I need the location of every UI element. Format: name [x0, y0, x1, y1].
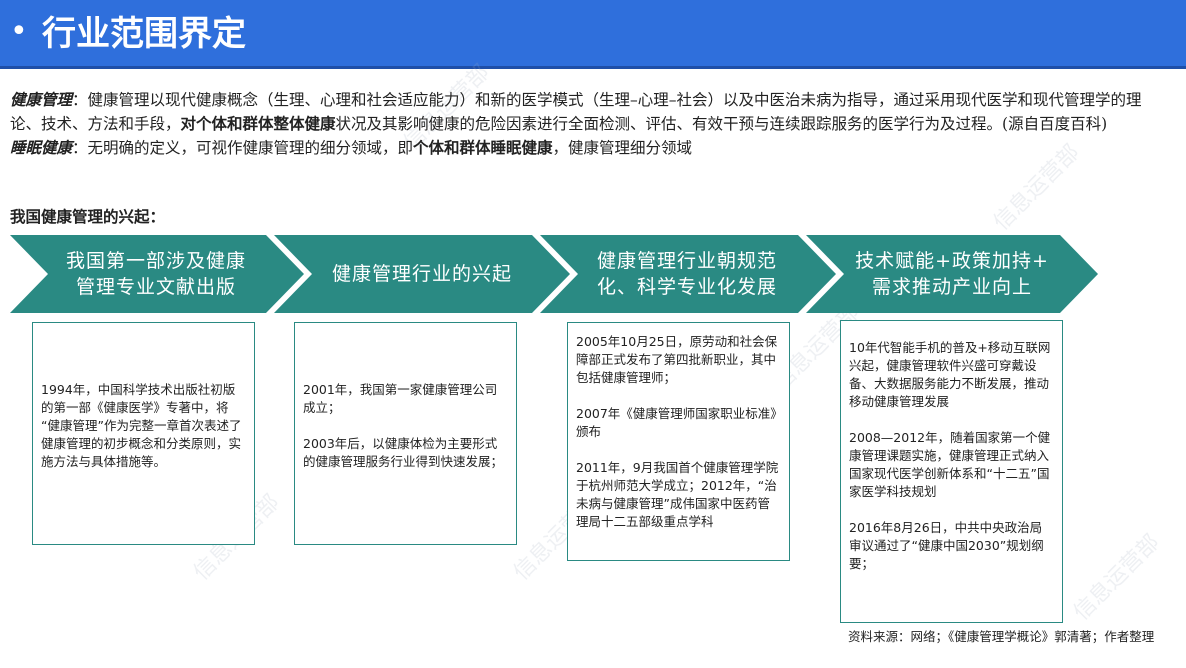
stage-3-details: 2005年10月25日，原劳动和社会保障部正式发布了第四批新职业，其中包括健康管… — [567, 322, 790, 561]
stage-2-title-line1: 健康管理行业的兴起 — [331, 263, 512, 285]
stage-4-paragraph-1: 10年代智能手机的普及+移动互联网兴起，健康管理软件兴盛可穿戴设备、大数据服务能… — [849, 340, 1051, 409]
stage-4-title-line1: 技术赋能+政策加持+ — [855, 250, 1049, 272]
stage-1-details: 1994年，中国科学技术出版社初版的第一部《健康医学》专著中，将 “健康管理”作… — [32, 322, 255, 545]
stage-chevrons — [10, 235, 1098, 313]
source-note: 资料来源：网络；《健康管理学概论》郭清著；作者整理 — [848, 629, 1155, 644]
stage-4-paragraph-2: 2008—2012年，随着国家第一个健康管理课题实施，健康管理正式纳入国家现代医… — [849, 430, 1051, 499]
chevron-3 — [540, 235, 836, 313]
chevron-2 — [274, 235, 570, 313]
health-management-definition: 健康管理：健康管理以现代健康概念（生理、心理和社会适应能力）和新的医学模式（生理… — [10, 88, 1170, 136]
chevron-4 — [806, 235, 1098, 313]
stage-4-details: 10年代智能手机的普及+移动互联网兴起，健康管理软件兴盛可穿戴设备、大数据服务能… — [840, 320, 1063, 623]
title-bullet: • — [10, 14, 28, 49]
stage-4-paragraph-3: 2016年8月26日，中共中央政治局审议通过了“健康中国2030”规划纲要； — [849, 520, 1044, 571]
section-heading: 我国健康管理的兴起： — [10, 207, 166, 226]
stage-1-title-line1: 我国第一部涉及健康 — [65, 250, 246, 272]
stage-3-title-line2: 化、科学专业化发展 — [596, 276, 777, 298]
definition-text-a: ：健康管理以现代健康概念（生理、心理和社会适应能力）和新的医学模式（生理–心理–… — [10, 91, 1142, 133]
stage-3-paragraph-2: 2007年《健康管理师国家职业标准》颁布 — [576, 406, 777, 439]
sleep-health-definition: 睡眠健康：无明确的定义，可视作健康管理的细分领域，即个体和群体睡眠健康，健康管理… — [10, 136, 1170, 160]
stage-1-title: 我国第一部涉及健康 管理专业文献出版 — [48, 248, 264, 300]
definition-text-b: 状况及其影响健康的危险因素进行全面检测、评估、有效干预与连续跟踪服务的医学行为及… — [335, 115, 1108, 133]
stage-2-title: 健康管理行业的兴起 — [312, 261, 532, 287]
stage-1-title-line2: 管理专业文献出版 — [75, 276, 236, 298]
stage-3-title-line1: 健康管理行业朝规范 — [596, 250, 777, 272]
page-title: 行业范围界定 — [42, 14, 246, 54]
stage-2-paragraph-1: 2001年，我国第一家健康管理公司成立； — [303, 382, 498, 415]
stage-1-paragraph: 1994年，中国科学技术出版社初版的第一部《健康医学》专著中，将 “健康管理”作… — [41, 382, 242, 469]
sleep-text-b: ，健康管理细分领域 — [552, 139, 693, 157]
stage-2-details: 2001年，我国第一家健康管理公司成立； 2003年后，以健康体检为主要形式的健… — [294, 322, 517, 545]
stage-2-paragraph-2: 2003年后，以健康体检为主要形式的健康管理服务行业得到快速发展； — [303, 436, 504, 469]
health-management-term: 健康管理 — [10, 90, 73, 109]
intro-text: 健康管理：健康管理以现代健康概念（生理、心理和社会适应能力）和新的医学模式（生理… — [10, 88, 1170, 160]
sleep-health-term: 睡眠健康 — [10, 138, 73, 157]
stage-3-title: 健康管理行业朝规范 化、科学专业化发展 — [578, 248, 796, 300]
sleep-text-a: ：无明确的定义，可视作健康管理的细分领域，即 — [72, 139, 414, 157]
stage-3-paragraph-3: 2011年，9月我国首个健康管理学院于杭州师范大学成立；2012年，“治未病与健… — [576, 460, 779, 529]
title-bar: • 行业范围界定 — [0, 0, 1186, 69]
chevron-1 — [10, 235, 304, 313]
stage-4-title-line2: 需求推动产业向上 — [871, 276, 1032, 298]
stage-4-title: 技术赋能+政策加持+ 需求推动产业向上 — [842, 248, 1062, 300]
definition-bold: 对个体和群体整体健康 — [180, 114, 336, 133]
sleep-bold: 个体和群体睡眠健康 — [413, 138, 553, 157]
stage-3-paragraph-1: 2005年10月25日，原劳动和社会保障部正式发布了第四批新职业，其中包括健康管… — [576, 334, 778, 385]
